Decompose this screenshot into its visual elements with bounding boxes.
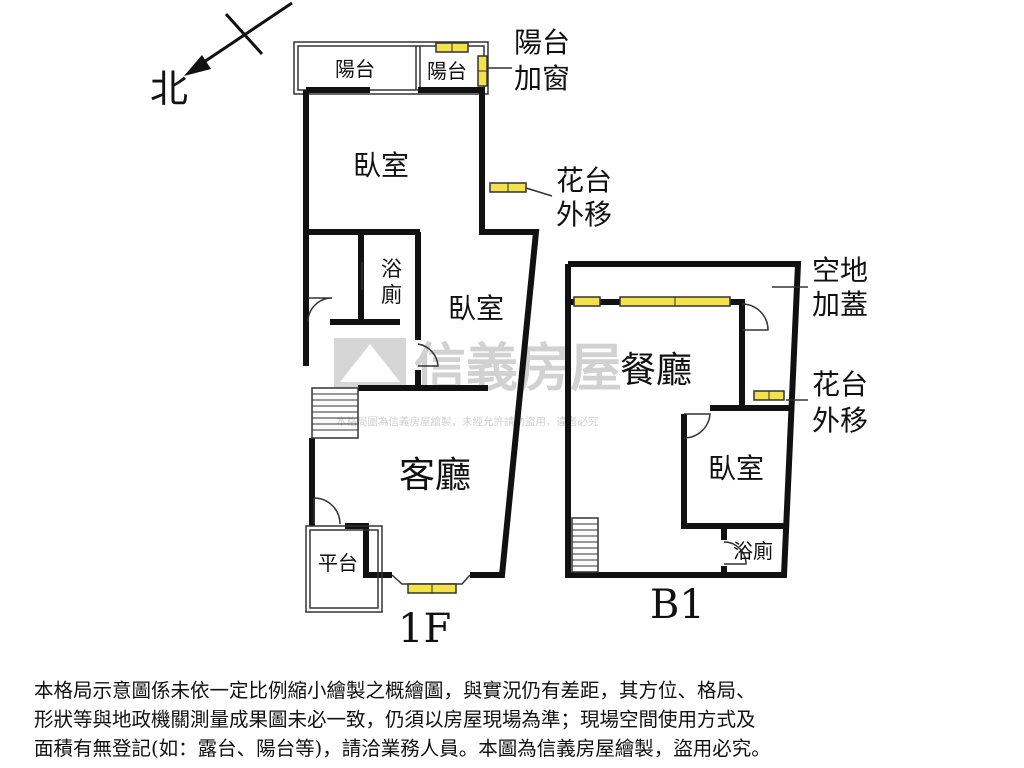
window-balcony-side	[477, 55, 488, 87]
floor-label-1f: 1F	[398, 606, 451, 652]
north-label: 北	[150, 67, 188, 111]
wall-b1-outer	[565, 261, 802, 578]
window-balcony	[435, 42, 469, 53]
room-balcony-right: 陽台	[427, 59, 467, 83]
floor-1f: 陽台 陽台 臥室 臥室 客廳 平台 浴 廁 1F 陽台 加窗 花台 外移	[293, 26, 612, 652]
stairs-1f	[311, 387, 359, 439]
north-arrow-icon	[184, 55, 211, 76]
room-platform: 平台	[318, 551, 358, 575]
watermark: 信義房屋 本格局圖為信義房屋繪製，未經允許請勿盜用，違者必究	[334, 338, 622, 428]
wall-b1-bedroom	[681, 414, 788, 529]
room-dining: 餐廳	[620, 350, 692, 391]
watermark-notice: 本格局圖為信義房屋繪製，未經允許請勿盜用，違者必究	[336, 415, 599, 428]
room-bedroom-mid: 臥室	[448, 292, 504, 325]
compass: 北	[150, 1, 293, 111]
door-1f-bedroom	[307, 297, 333, 323]
disclaimer-line-2: 形狀等與地政機關測量成果圖未必一致，仍須以房屋現場為準；現場空間使用方式及	[34, 708, 756, 731]
stairs-b1	[571, 517, 599, 573]
compass-arrow-shaft	[194, 1, 293, 70]
disclaimer-line-3: 面積有無登記(如：露台、陽台等)，請洽業務人員。本圖為信義房屋繪製，盜用必究。	[34, 737, 771, 760]
platform-outline	[305, 525, 383, 613]
floor-label-b1: B1	[650, 582, 705, 628]
note-vacant-land-line1: 空地	[812, 254, 868, 287]
note-planter-b1-line2: 外移	[812, 404, 868, 437]
note-balcony-window-line1: 陽台	[514, 26, 570, 59]
door-1f-platform	[313, 497, 341, 525]
window-b1-dining	[573, 296, 731, 307]
note-balcony-window-line2: 加窗	[514, 62, 570, 95]
room-bath: 浴 廁	[381, 257, 402, 307]
wall-1f-east	[418, 87, 540, 578]
window-b1-planter	[753, 390, 785, 401]
door-1f-bedroom-mid	[417, 343, 439, 367]
room-living: 客廳	[399, 455, 471, 496]
note-vacant-land-line2: 加蓋	[812, 288, 868, 321]
window-living-bay	[391, 574, 471, 594]
room-b1-bath: 浴廁	[733, 539, 773, 563]
door-b1-north	[741, 303, 769, 331]
floor-b1: 餐廳 臥室 浴廁 B1 空地 加蓋 花台 外移	[565, 254, 868, 628]
room-bath-char-1: 浴	[381, 257, 402, 281]
note-planter-1f-line1: 花台	[556, 164, 612, 197]
door-b1-bedroom	[683, 413, 711, 439]
door-b1-bath	[723, 541, 747, 565]
note-planter-b1-line1: 花台	[812, 368, 868, 401]
leader-planter-1f	[525, 187, 553, 197]
window-bedroom-planter	[489, 182, 527, 193]
room-b1-bedroom: 臥室	[708, 452, 764, 485]
room-bath-char-2: 廁	[381, 283, 402, 307]
note-planter-1f-line2: 外移	[556, 198, 612, 231]
disclaimer-line-1: 本格局示意圖係未依一定比例縮小繪製之概繪圖，與實況仍有差距，其方位、格局、	[34, 679, 756, 702]
brand-logo-icon	[334, 338, 406, 388]
room-balcony-left: 陽台	[335, 57, 375, 81]
room-bedroom-top: 臥室	[353, 149, 409, 182]
disclaimer-text: 本格局示意圖係未依一定比例縮小繪製之概繪圖，與實況仍有差距，其方位、格局、 形狀…	[34, 676, 1004, 763]
